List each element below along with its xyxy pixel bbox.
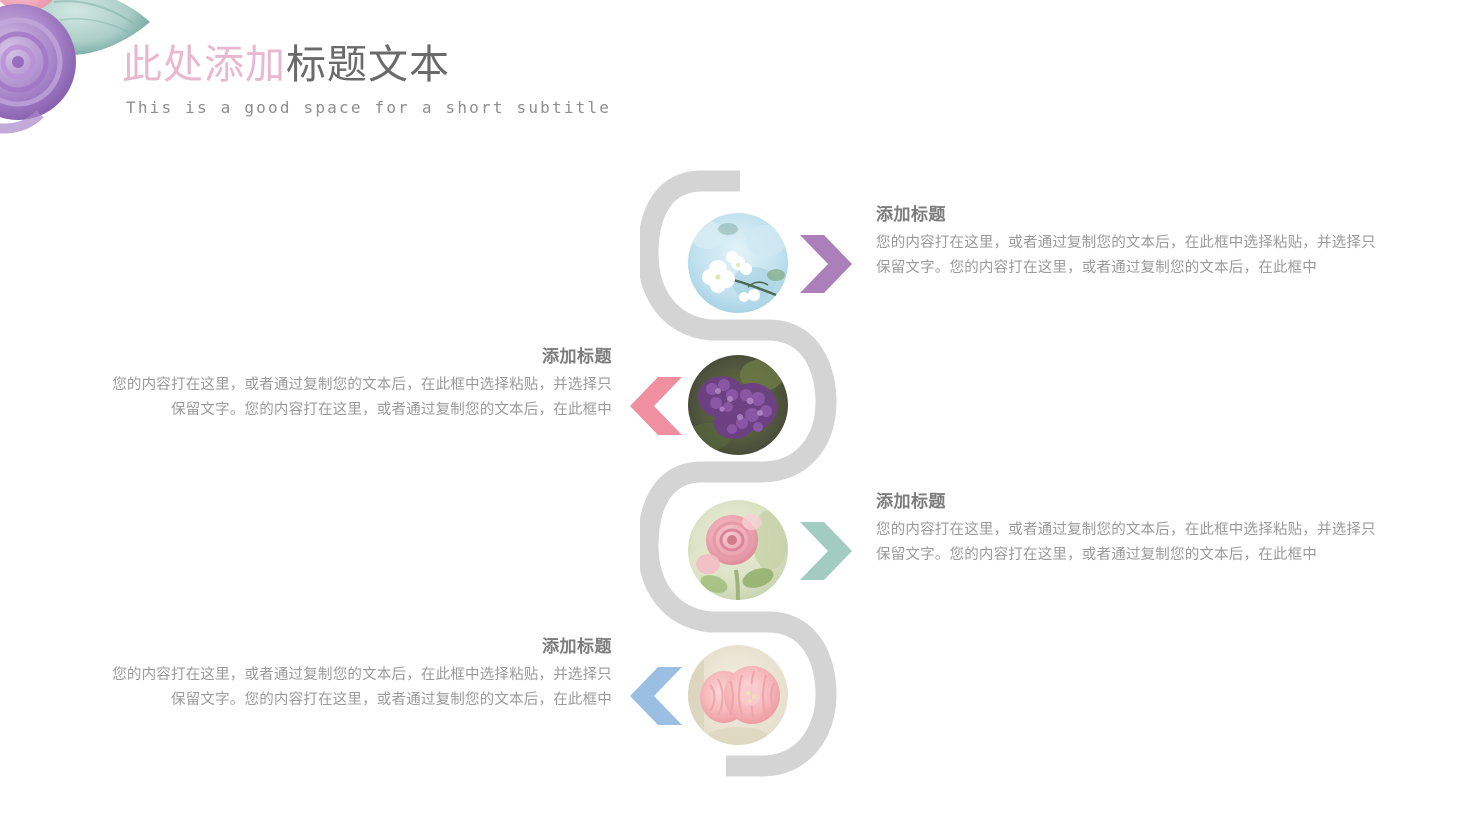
content-title: 添加标题 bbox=[876, 205, 946, 224]
pink-rose-photo-icon bbox=[688, 500, 788, 600]
pink-rose-photo bbox=[688, 500, 788, 600]
chevron-left-icon bbox=[630, 377, 682, 435]
arrow-left-pink bbox=[628, 375, 684, 437]
content-row: 添加标题 您的内容打在这里，或者通过复制您的文本后，在此框中选择粘贴，并选择只保… bbox=[0, 475, 1468, 625]
content-row: 添加标题 您的内容打在这里，或者通过复制您的文本后，在此框中选择粘贴，并选择只保… bbox=[0, 188, 1468, 338]
content-body: 您的内容打在这里，或者通过复制您的文本后，在此框中选择粘贴，并选择只保留文字。您… bbox=[112, 667, 612, 708]
page-title: 此处添加标题文本 bbox=[122, 40, 822, 90]
content-title: 添加标题 bbox=[542, 347, 612, 366]
chevron-right-icon bbox=[800, 235, 852, 293]
page-subtitle: This is a good space for a short subtitl… bbox=[126, 98, 612, 117]
content-row: 添加标题 您的内容打在这里，或者通过复制您的文本后，在此框中选择粘贴，并选择只保… bbox=[0, 620, 1468, 770]
content-title: 添加标题 bbox=[542, 637, 612, 656]
content-body: 您的内容打在这里，或者通过复制您的文本后，在此框中选择粘贴，并选择只保留文字。您… bbox=[112, 377, 612, 418]
content-title: 添加标题 bbox=[876, 492, 946, 511]
purple-lilac-photo bbox=[688, 355, 788, 455]
arrow-right-purple bbox=[798, 233, 854, 295]
chevron-right-icon bbox=[800, 522, 852, 580]
pink-carnation-photo-icon bbox=[688, 645, 788, 745]
chevron-left-icon bbox=[630, 667, 682, 725]
content-text-block: 添加标题 您的内容打在这里，或者通过复制您的文本后，在此框中选择粘贴，并选择只保… bbox=[876, 487, 1384, 568]
content-text-block: 添加标题 您的内容打在这里，或者通过复制您的文本后，在此框中选择粘贴，并选择只保… bbox=[104, 342, 612, 423]
arrow-left-blue bbox=[628, 665, 684, 727]
content-body: 您的内容打在这里，或者通过复制您的文本后，在此框中选择粘贴，并选择只保留文字。您… bbox=[876, 235, 1376, 276]
arrow-right-teal bbox=[798, 520, 854, 582]
content-body: 您的内容打在这里，或者通过复制您的文本后，在此框中选择粘贴，并选择只保留文字。您… bbox=[876, 522, 1376, 563]
page-title-accent: 此处添加 bbox=[122, 43, 286, 87]
content-text-block: 添加标题 您的内容打在这里，或者通过复制您的文本后，在此框中选择粘贴，并选择只保… bbox=[104, 632, 612, 713]
white-blossom-photo bbox=[688, 213, 788, 313]
header: 此处添加标题文本 This is a good space for a shor… bbox=[122, 40, 822, 117]
purple-lilac-photo-icon bbox=[688, 355, 788, 455]
page-title-main: 标题文本 bbox=[286, 43, 450, 87]
pink-carnation-photo bbox=[688, 645, 788, 745]
content-row: 添加标题 您的内容打在这里，或者通过复制您的文本后，在此框中选择粘贴，并选择只保… bbox=[0, 330, 1468, 480]
white-blossom-photo-icon bbox=[688, 213, 788, 313]
content-text-block: 添加标题 您的内容打在这里，或者通过复制您的文本后，在此框中选择粘贴，并选择只保… bbox=[876, 200, 1384, 281]
